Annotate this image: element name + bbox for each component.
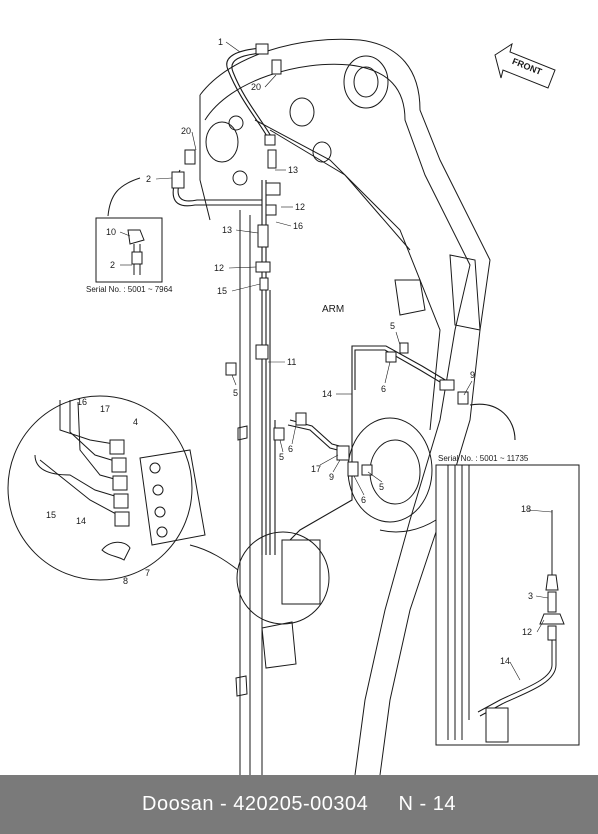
- callout-5: 5: [279, 452, 284, 462]
- arm-body: [199, 38, 491, 775]
- callout-12: 12: [214, 263, 224, 273]
- arm-label: ARM: [322, 304, 344, 315]
- callout-11: 11: [287, 357, 296, 367]
- front-arrow: [494, 42, 556, 89]
- callout-12: 12: [522, 627, 532, 637]
- callout-5: 5: [379, 482, 384, 492]
- footer-caption: Doosan - 420205-00304 N - 14: [142, 793, 456, 815]
- callout-4: 4: [133, 417, 138, 427]
- callout-6: 6: [361, 495, 366, 505]
- inset-top-left: [95, 177, 163, 283]
- callout-17: 17: [100, 404, 110, 414]
- callout-10: 10: [106, 227, 116, 237]
- callout-6: 6: [381, 384, 386, 394]
- callout-9: 9: [470, 370, 475, 380]
- fittings: [171, 43, 469, 605]
- callout-13: 13: [288, 165, 298, 175]
- callout-1: 1: [218, 37, 223, 47]
- callout-2: 2: [110, 260, 115, 270]
- callout-14: 14: [322, 389, 332, 399]
- serial-number-right: Serial No. : 5001 ~ 11735: [438, 454, 529, 463]
- callout-8: 8: [123, 576, 128, 586]
- callout-20: 20: [251, 82, 261, 92]
- inset-circle-small: [236, 531, 330, 625]
- callout-18: 18: [521, 504, 531, 514]
- callout-12: 12: [295, 202, 305, 212]
- footer-bar: Doosan - 420205-00304 N - 14: [0, 775, 598, 834]
- callout-15: 15: [217, 286, 227, 296]
- callout-14: 14: [500, 656, 510, 666]
- callout-7: 7: [145, 568, 150, 578]
- inset-right: [379, 464, 580, 746]
- callout-13: 13: [222, 225, 232, 235]
- callout-15: 15: [46, 510, 56, 520]
- callout-3: 3: [528, 591, 533, 601]
- callout-9: 9: [329, 472, 334, 482]
- callout-6: 6: [288, 444, 293, 454]
- callout-20: 20: [181, 126, 191, 136]
- callout-14: 14: [76, 516, 86, 526]
- callout-numbers: 1 20 20 2 13 12 16 13 12 15 5 11 5 6 9 1…: [46, 37, 533, 666]
- hydraulic-piping-diagram: ARM FRONT Serial No. : 5001 ~ 7964 Seria…: [7, 37, 580, 775]
- callout-16: 16: [293, 221, 303, 231]
- callout-5: 5: [233, 388, 238, 398]
- serial-number-top-left: Serial No. : 5001 ~ 7964: [86, 285, 173, 294]
- callout-2: 2: [146, 174, 151, 184]
- callout-17: 17: [311, 464, 321, 474]
- leader-lines: [119, 41, 553, 681]
- callout-5: 5: [390, 321, 395, 331]
- callout-16: 16: [77, 397, 87, 407]
- inset-circle-left: [7, 395, 239, 581]
